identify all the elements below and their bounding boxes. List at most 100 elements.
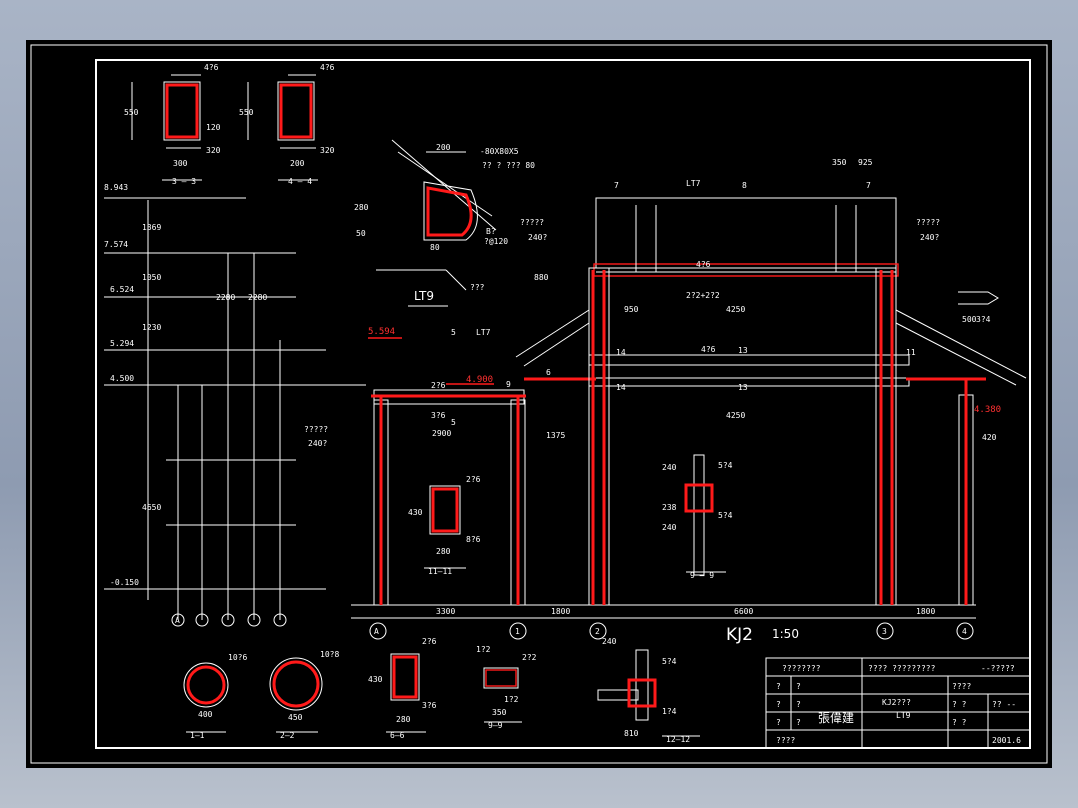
svg-text:3?6: 3?6 [431,411,446,420]
svg-text:5?4: 5?4 [718,461,733,470]
svg-text:810: 810 [624,729,639,738]
svg-text:?: ? [776,682,781,691]
svg-text:200: 200 [436,143,451,152]
svg-text:2?6: 2?6 [422,637,437,646]
svg-text:3?4: 3?4 [976,315,991,324]
svg-text:350: 350 [492,708,507,717]
svg-text:? ?: ? ? [952,700,967,709]
svg-text:5?4: 5?4 [662,657,677,666]
svg-text:430: 430 [408,508,423,517]
svg-text:320: 320 [320,146,335,155]
section-3-3: 4?6 120 320 300 550 3 — 3 [124,63,221,186]
svg-text:925: 925 [858,158,873,167]
svg-text:12—12: 12—12 [666,735,690,744]
svg-text:120: 120 [206,123,221,132]
svg-text:6: 6 [546,368,551,377]
svg-text:1—1: 1—1 [190,731,205,740]
svg-text:2900: 2900 [432,429,451,438]
elev-8943: 8.943 [104,183,128,192]
svg-text:?: ? [776,718,781,727]
svg-text:8: 8 [742,181,747,190]
svg-text:7: 7 [866,181,871,190]
svg-text:2280: 2280 [248,293,267,302]
svg-text:????: ???? [952,682,971,691]
outer-frame [30,44,1048,764]
svg-text:4?6: 4?6 [696,260,711,269]
lt9-steel: -80X80X5 [480,147,519,156]
svg-text:2—2: 2—2 [280,731,295,740]
svg-text:1?2: 1?2 [476,645,491,654]
cad-drawing: 4?6 120 320 300 550 3 — 3 4?6 320 200 5 5… [30,44,1048,764]
main-scale: 1:50 [772,627,799,641]
tb-header-left: ???????? [782,664,821,673]
svg-text:8?6: 8?6 [466,535,481,544]
lt9-title: LT9 [414,289,434,303]
svg-text:LT7: LT7 [476,328,491,337]
svg-text:11: 11 [906,348,916,357]
svg-text:5?4: 5?4 [718,511,733,520]
tb-header-right: --????? [981,664,1015,673]
axis-a: A [374,627,379,636]
svg-text:1230: 1230 [142,323,161,332]
svg-text:? ?: ? ? [952,718,967,727]
inner-frame [95,59,1031,749]
svg-text:320: 320 [206,146,221,155]
svg-text:????: ???? [776,736,795,745]
svg-text:LT7: LT7 [686,179,701,188]
svg-text:950: 950 [624,305,639,314]
tb-date: 2001.6 [992,736,1021,745]
svg-text:1800: 1800 [551,607,570,616]
svg-text:420: 420 [982,433,997,442]
svg-text:10?6: 10?6 [228,653,247,662]
section-title-11-11: 11—11 [428,567,452,576]
svg-text:880: 880 [534,273,549,282]
svg-text:4?6: 4?6 [701,345,716,354]
elev-5294: 5.294 [110,339,134,348]
svg-text:240?: 240? [920,233,939,242]
axis-1: 1 [515,627,520,636]
title-block: ???????? ???? ????????? --????? ???? ? ?… [765,657,1031,749]
svg-text:6600: 6600 [734,607,753,616]
svg-text:9 — 9: 9 — 9 [690,571,714,580]
svg-text:2?6: 2?6 [431,381,446,390]
svg-text:7: 7 [614,181,619,190]
svg-text:?: ? [796,700,801,709]
tb-drawing-sub: LT9 [896,711,911,720]
svg-text:300: 300 [173,159,188,168]
svg-text:500: 500 [962,315,977,324]
svg-text:2?2+2?2: 2?2+2?2 [686,291,720,300]
svg-text:1050: 1050 [142,273,161,282]
svg-text:238: 238 [662,503,677,512]
svg-text:450: 450 [288,713,303,722]
section-9-9-bottom: 1?2 2?2 1?2 350 9—9 [476,645,537,730]
section-2-2: 10?8 450 2—2 [269,650,339,740]
svg-text:?????: ????? [520,218,544,227]
svg-text:4?6: 4?6 [320,63,335,72]
svg-text:5: 5 [451,418,456,427]
elev-4500: 4.500 [110,374,134,383]
svg-text:3300: 3300 [436,607,455,616]
svg-text:?????: ????? [304,425,328,434]
tb-drawing-name: KJ2??? [882,698,911,707]
svg-text:1375: 1375 [546,431,565,440]
svg-text:?: ? [796,718,801,727]
svg-text:50: 50 [356,229,366,238]
svg-text:13: 13 [738,383,748,392]
svg-text:6—6: 6—6 [390,731,405,740]
svg-text:80: 80 [430,243,440,252]
svg-text:4250: 4250 [726,305,745,314]
elev-minus-0150: -0.150 [110,578,139,587]
main-title: KJ2 [726,625,753,645]
section-11-11: 2?6 8?6 430 280 11—11 [408,475,481,576]
svg-text:240: 240 [662,523,677,532]
section-9-9-center: 5?4 5?4 240 238 240 9 — 9 [662,454,733,580]
svg-text:2280: 2280 [216,293,235,302]
drawing-canvas: 4?6 120 320 300 550 3 — 3 4?6 320 200 5 5… [26,40,1052,768]
svg-text:350: 350 [832,158,847,167]
svg-text:?@120: ?@120 [484,237,508,246]
axis-3: 3 [882,627,887,636]
label-4d6-a: 4?6 [204,63,219,72]
svg-text:13: 13 [738,346,748,355]
svg-text:?? ? ??? 80: ?? ? ??? 80 [482,161,535,170]
svg-text:400: 400 [198,710,213,719]
